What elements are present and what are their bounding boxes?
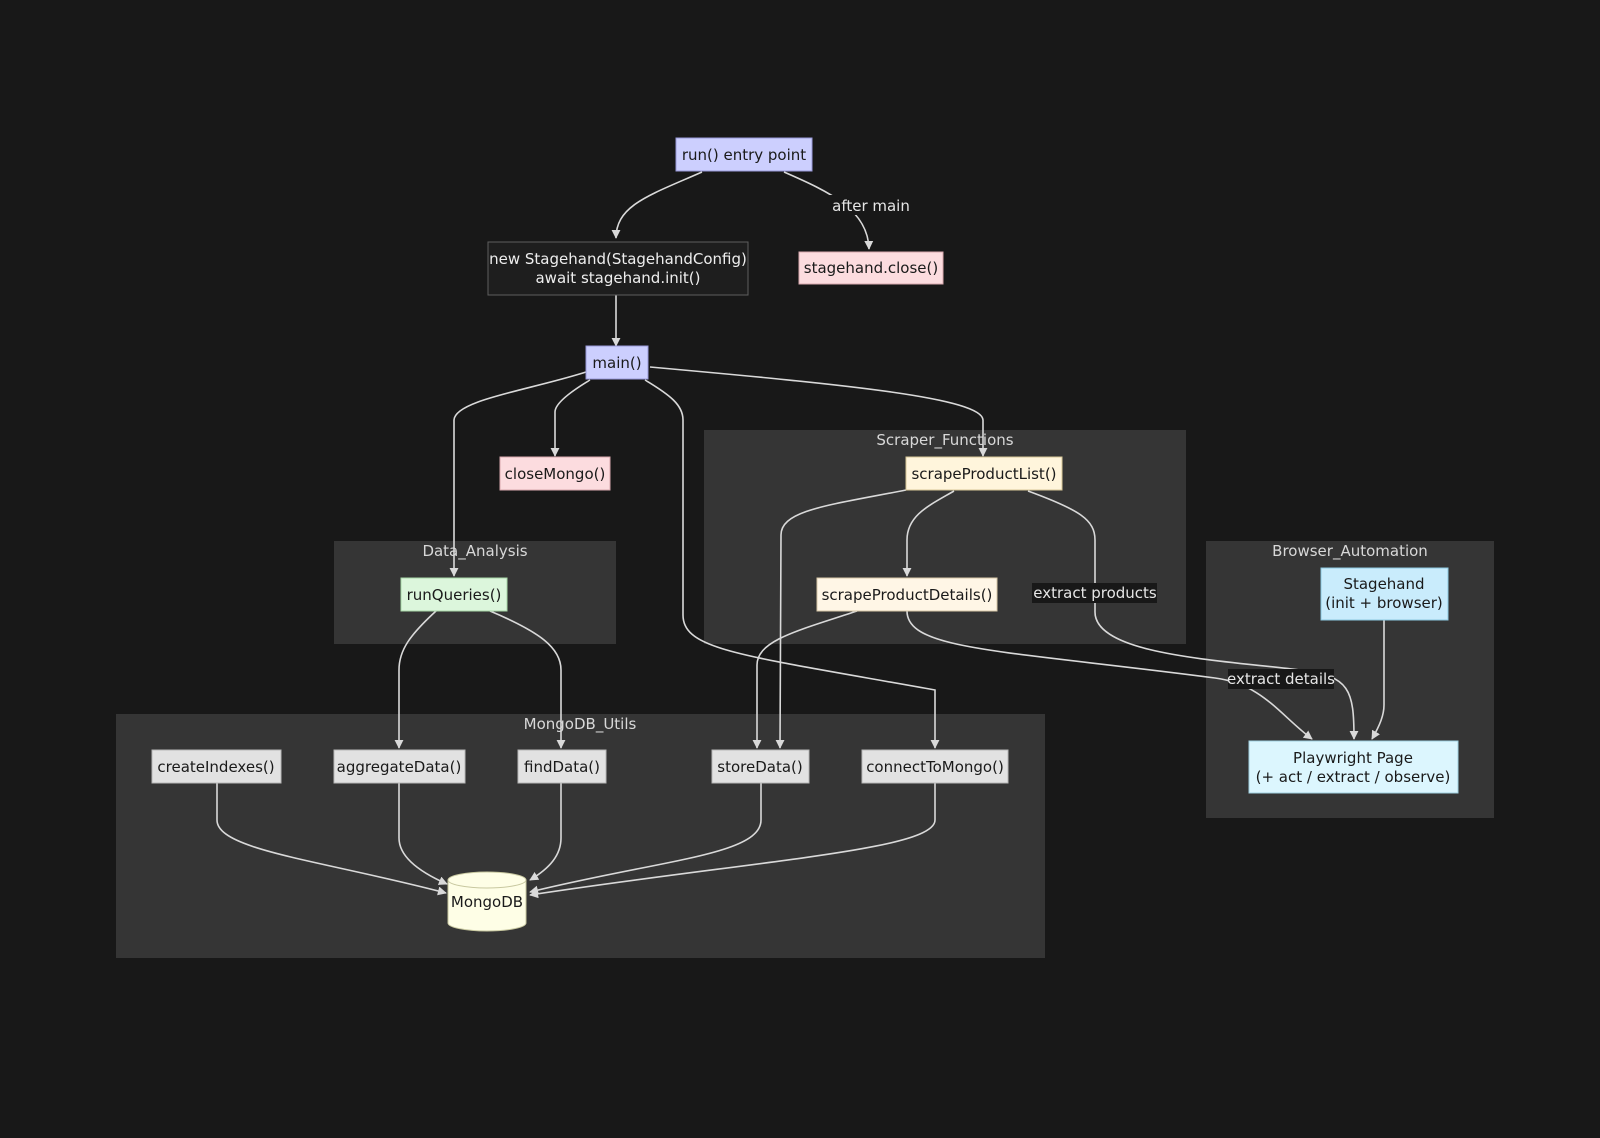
edge-scrape-details-to-playwright: [906, 610, 1313, 740]
node-scrape-product-list: scrapeProductList(): [905, 456, 1063, 491]
node-main: main(): [585, 345, 649, 380]
node-create-indexes: createIndexes(): [151, 749, 282, 784]
edge-connect-mongo-to-mongodb: [529, 783, 936, 899]
svg-text:MongoDB: MongoDB: [451, 893, 523, 911]
edge-scrape-list-to-scrape-details: [902, 490, 955, 577]
node-stagehand: Stagehand (init + browser): [1320, 567, 1449, 621]
svg-text:Stagehand: Stagehand: [1343, 575, 1424, 593]
svg-text:stagehand.close(): stagehand.close(): [804, 259, 938, 277]
svg-text:extract products: extract products: [1033, 584, 1157, 602]
node-store-data: storeData(): [711, 749, 810, 784]
edge-main-to-connect-mongo: [644, 379, 940, 749]
node-playwright-page: Playwright Page (+ act / extract / obser…: [1248, 740, 1459, 794]
node-aggregate-data: aggregateData(): [333, 749, 466, 784]
cluster-data-analysis-label: Data_Analysis: [422, 542, 527, 561]
svg-text:(+ act / extract / observe): (+ act / extract / observe): [1256, 768, 1451, 786]
svg-text:main(): main(): [592, 354, 641, 372]
svg-text:extract details: extract details: [1227, 670, 1335, 688]
node-stagehand-close: stagehand.close(): [798, 251, 944, 285]
svg-text:connectToMongo(): connectToMongo(): [866, 758, 1004, 776]
edge-stagehand-to-playwright: [1371, 620, 1385, 740]
node-close-mongo: closeMongo(): [499, 456, 611, 491]
edge-create-indexes-to-mongodb: [216, 783, 447, 896]
edge-store-data-to-mongodb: [529, 783, 762, 895]
edge-aggregate-data-to-mongodb: [398, 783, 448, 885]
edge-label-extract-details: extract details: [1227, 669, 1335, 689]
edges: [216, 171, 1385, 899]
cluster-scraper-functions-label: Scraper_Functions: [876, 431, 1013, 450]
node-scrape-product-details: scrapeProductDetails(): [816, 577, 998, 612]
svg-text:aggregateData(): aggregateData(): [337, 758, 462, 776]
node-mongodb-cylinder: MongoDB: [447, 871, 527, 932]
node-new-stagehand: new Stagehand(StagehandConfig) await sta…: [487, 241, 749, 296]
svg-text:new Stagehand(StagehandConfig): new Stagehand(StagehandConfig): [489, 250, 747, 268]
edge-run-queries-to-find-data: [489, 610, 566, 749]
node-run-queries: runQueries(): [400, 577, 508, 612]
cluster-browser-automation-label: Browser_Automation: [1272, 542, 1428, 561]
svg-text:storeData(): storeData(): [717, 758, 802, 776]
svg-text:runQueries(): runQueries(): [407, 586, 502, 604]
svg-text:(init + browser): (init + browser): [1325, 594, 1443, 612]
edge-scrape-list-to-store-data: [775, 489, 907, 749]
edge-find-data-to-mongodb: [529, 783, 562, 881]
edge-main-to-scrape-list: [649, 366, 988, 457]
svg-text:await stagehand.init(): await stagehand.init(): [535, 269, 700, 287]
svg-text:scrapeProductDetails(): scrapeProductDetails(): [822, 586, 993, 604]
cluster-mongodb-utils-label: MongoDB_Utils: [524, 715, 637, 734]
edge-run-to-new-stagehand: [611, 171, 703, 239]
edge-label-after-main: after main: [828, 195, 914, 215]
edge-main-to-close-mongo: [550, 379, 591, 457]
svg-text:run() entry point: run() entry point: [682, 146, 806, 164]
svg-text:createIndexes(): createIndexes(): [157, 758, 274, 776]
edge-run-queries-to-aggregate-data: [394, 610, 437, 749]
node-run-entry-point: run() entry point: [675, 137, 813, 172]
node-find-data: findData(): [517, 749, 607, 784]
edge-main-to-run-queries: [449, 371, 587, 577]
edge-scrape-details-to-store-data: [752, 610, 858, 749]
svg-text:Playwright Page: Playwright Page: [1293, 749, 1413, 767]
node-connect-to-mongo: connectToMongo(): [861, 749, 1009, 784]
edge-scrape-list-to-playwright: [1027, 490, 1359, 740]
svg-text:findData(): findData(): [524, 758, 600, 776]
svg-text:scrapeProductList(): scrapeProductList(): [911, 465, 1056, 483]
svg-text:after main: after main: [832, 197, 910, 215]
svg-text:closeMongo(): closeMongo(): [505, 465, 606, 483]
edge-label-extract-products: extract products: [1032, 583, 1157, 603]
